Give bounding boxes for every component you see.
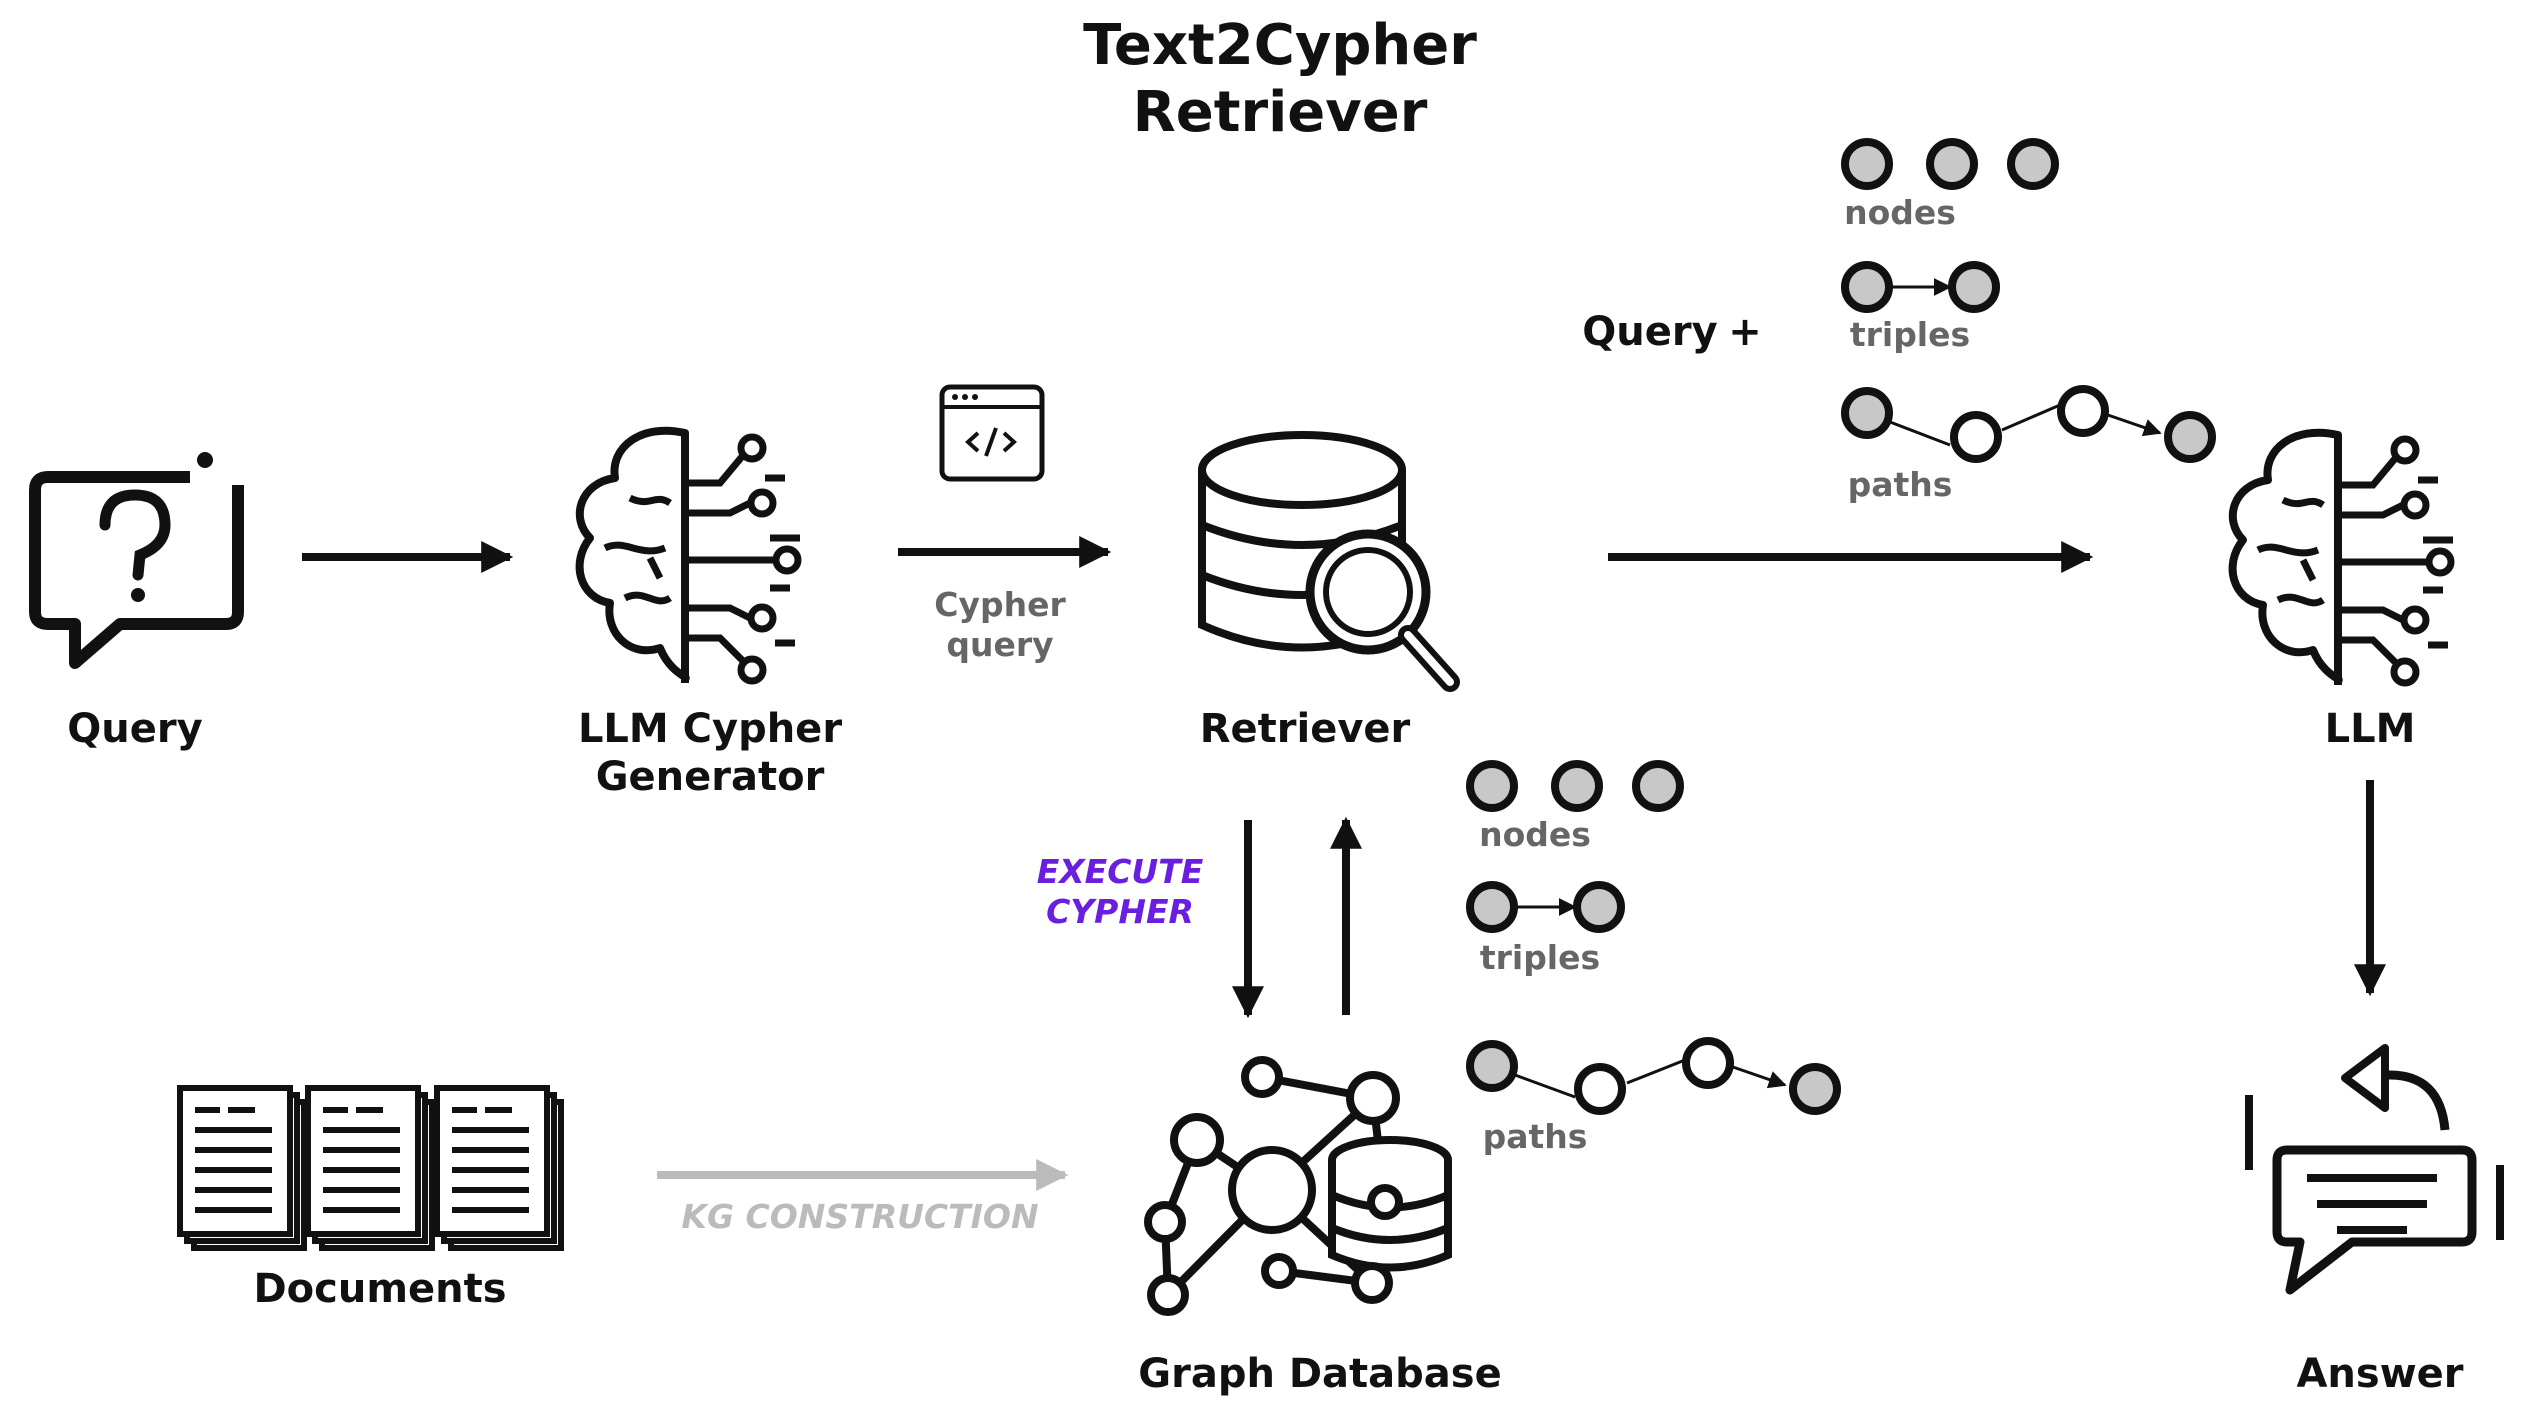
paths-icon (1841, 385, 2216, 463)
question-bubble-icon (29, 452, 244, 669)
triples-icon (1841, 261, 2000, 313)
brain-circuit-icon (2233, 433, 2453, 685)
query-plus-label: Query (1582, 309, 1718, 355)
context-items-mid (1466, 760, 1841, 1115)
flow-arrows (302, 536, 2386, 1019)
paths-icon (1466, 1037, 1841, 1115)
llm-label: LLM (2324, 706, 2416, 752)
database-search-icon (1198, 431, 1460, 692)
nodes-label-mid: nodes (1479, 815, 1591, 854)
nodes-icon (1841, 138, 2059, 190)
kg-construction-label: KG CONSTRUCTION (681, 1197, 1039, 1236)
diagram-title: Text2Cypher Retriever (1000, 12, 1560, 146)
query-label: Query (67, 706, 203, 752)
documents-icon (180, 1088, 561, 1248)
answer-label: Answer (2296, 1351, 2464, 1397)
triples-label-mid: triples (1479, 938, 1601, 977)
llm-generator-line2: Generator (595, 754, 825, 800)
cypher-query-line1: Cypher (934, 585, 1066, 624)
triples-icon (1466, 881, 1625, 933)
code-window-icon (939, 384, 1045, 482)
nodes-icon (1466, 760, 1684, 812)
paths-label-mid: paths (1482, 1117, 1588, 1156)
documents-label: Documents (253, 1266, 507, 1312)
cypher-query-label: Cypher query (880, 585, 1120, 664)
llm-generator-line1: LLM Cypher (577, 706, 843, 752)
brain-circuit-icon (580, 431, 800, 683)
graph-database-label: Graph Database (1138, 1351, 1502, 1397)
title-line1: Text2Cypher (1083, 13, 1477, 78)
llm-generator-label: LLM Cypher Generator (540, 705, 880, 801)
execute-line2: CYPHER (1046, 891, 1194, 931)
title-line2: Retriever (1132, 80, 1428, 146)
plus-sign: + (1728, 309, 1762, 355)
answer-chat-icon (2245, 1044, 2504, 1295)
paths-label-top: paths (1847, 465, 1953, 504)
execute-line1: EXECUTE (1036, 852, 1204, 891)
context-items-top (1841, 138, 2216, 463)
triples-label-top: triples (1849, 315, 1971, 354)
nodes-label-top: nodes (1844, 193, 1956, 232)
execute-cypher-label: EXECUTE CYPHER (1010, 852, 1230, 931)
graph-database-icon (1144, 1056, 1452, 1316)
retriever-label: Retriever (1199, 706, 1411, 752)
cypher-query-line2: query (946, 624, 1054, 664)
